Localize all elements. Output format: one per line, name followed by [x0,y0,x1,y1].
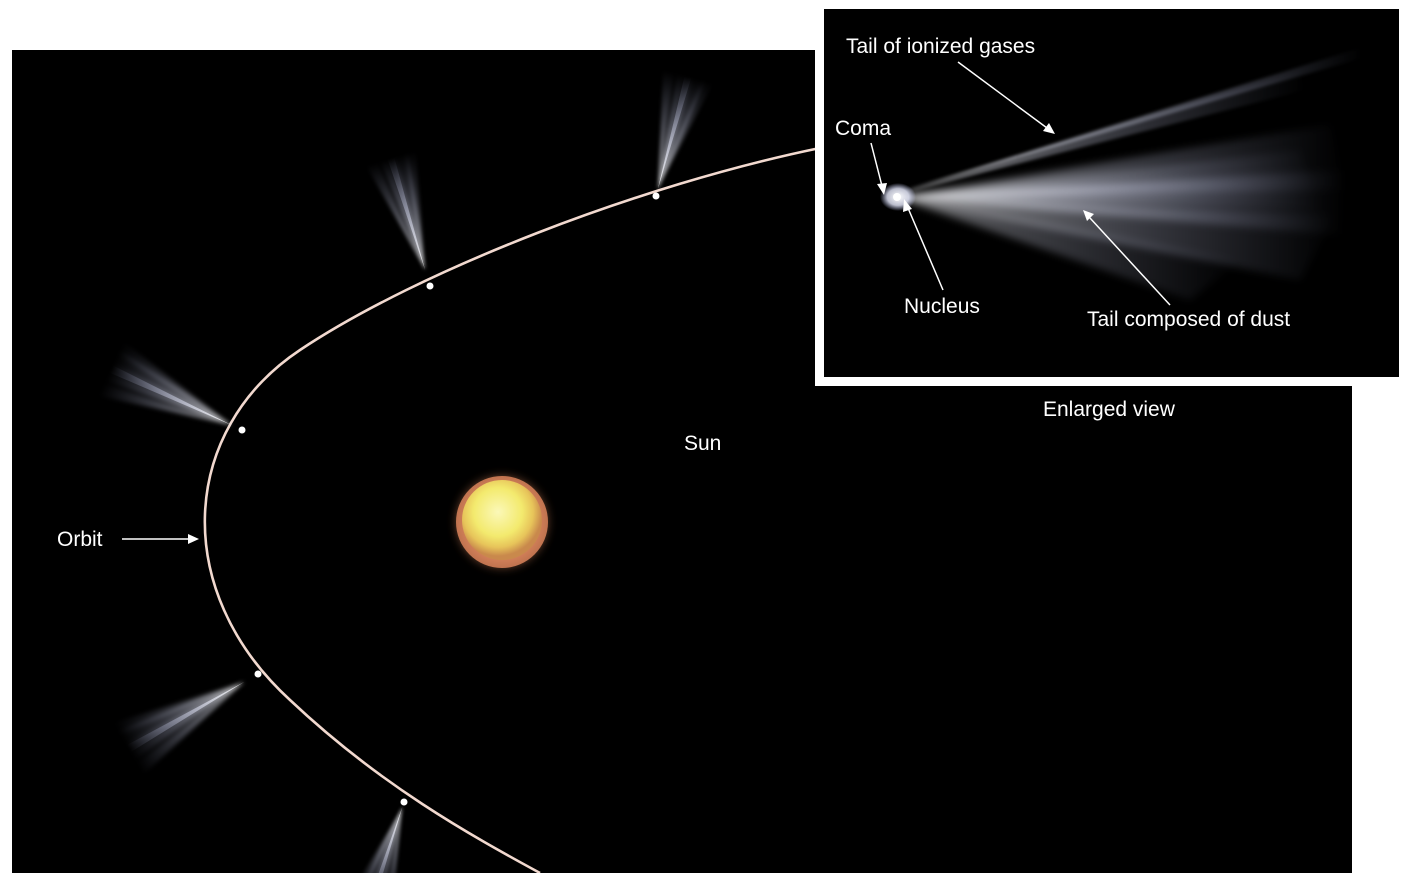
tail-ionized-gases-label: Tail of ionized gases [846,35,1035,58]
comet-bottom [351,798,424,873]
dust-tail [894,125,1345,300]
sun-icon [452,472,552,572]
coma-arrow [870,142,887,195]
nucleus-arrow [903,199,944,291]
orbit-line [203,146,821,873]
enlarged-view-label: Enlarged view [1043,398,1176,421]
nucleus [893,193,901,201]
comet-left-lower [114,657,262,774]
enlarged-view-inset: Tail of ionized gases Coma Nucleus Tail … [815,0,1408,386]
tail-dust-label: Tail composed of dust [1087,308,1290,331]
orbit-arrow [122,534,199,544]
nucleus-label: Nucleus [904,295,980,318]
sun-label: Sun [684,432,721,455]
orbit-label: Orbit [57,528,103,551]
comet-top-middle [366,151,449,290]
comet-top-right [633,70,713,200]
coma-label: Coma [835,117,891,140]
dust-tail-arrow [1083,210,1171,306]
comet-left-upper [99,342,246,452]
ion-tail-arrow [957,61,1055,134]
ion-tail [896,48,1362,195]
